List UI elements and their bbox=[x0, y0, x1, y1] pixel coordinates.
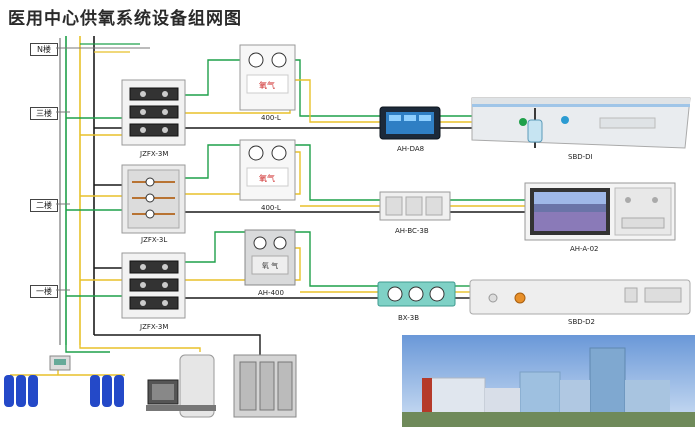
label-sbd-d2: SBD-D2 bbox=[568, 318, 596, 326]
jzfx-3m-cabinet-top bbox=[121, 79, 186, 146]
panel-bx-3b bbox=[377, 281, 456, 307]
display-ah-da8 bbox=[379, 106, 441, 140]
bed-head-unit-sbd-d2 bbox=[469, 279, 691, 315]
label-ah-400: AH-400 bbox=[258, 289, 284, 297]
label-sbd-di: SBD-DI bbox=[568, 153, 593, 161]
label-jzfx-3l: JZFX-3L bbox=[141, 236, 168, 244]
svg-text:氧气: 氧气 bbox=[259, 80, 275, 90]
label-400l-mid: 400-L bbox=[261, 204, 281, 212]
svg-text:氧气: 氧气 bbox=[259, 173, 275, 183]
label-bx-3b: BX-3B bbox=[398, 314, 420, 322]
jzfx-3m-cabinet-bottom bbox=[121, 252, 186, 319]
diagram-title: 医用中心供氧系统设备组网图 bbox=[8, 9, 242, 29]
alarm-box-400l-mid: 氧气 bbox=[239, 139, 296, 201]
alarm-box-ah-400: 氧 气 bbox=[244, 229, 296, 286]
terminal-ah-a-02 bbox=[524, 182, 676, 241]
floor-label-3: 三楼 bbox=[30, 107, 58, 120]
label-ah-bc-3b: AH-BC-3B bbox=[395, 227, 429, 235]
floor3-piping bbox=[66, 59, 472, 136]
hospital-building-image bbox=[402, 335, 695, 427]
floor-label-2: 二楼 bbox=[30, 199, 58, 212]
oxygen-generator bbox=[146, 354, 216, 418]
label-ah-a-02: AH-A-02 bbox=[570, 245, 599, 253]
label-ah-da8: AH-DA8 bbox=[397, 145, 425, 153]
source-piping bbox=[10, 334, 261, 376]
label-jzfx-3m-top: JZFX-3M bbox=[140, 150, 169, 158]
oxygen-cylinders-right bbox=[90, 375, 124, 407]
label-400l-top: 400-L bbox=[261, 114, 281, 122]
oxygen-cylinders-left bbox=[4, 375, 38, 407]
bed-head-unit-sbd-di bbox=[471, 97, 691, 149]
svg-text:氧 气: 氧 气 bbox=[262, 261, 278, 270]
alarm-box-400l-top: 氧气 bbox=[239, 44, 296, 111]
jzfx-3l-cabinet bbox=[121, 164, 186, 234]
floor-label-1: 一楼 bbox=[30, 285, 58, 298]
main-risers bbox=[56, 36, 150, 345]
compressor-unit bbox=[233, 354, 297, 418]
floor-label-n: N楼 bbox=[30, 43, 58, 56]
panel-ah-bc-3b bbox=[379, 191, 451, 221]
manifold-regulator bbox=[49, 355, 71, 371]
label-jzfx-3m-bottom: JZFX-3M bbox=[140, 323, 169, 331]
